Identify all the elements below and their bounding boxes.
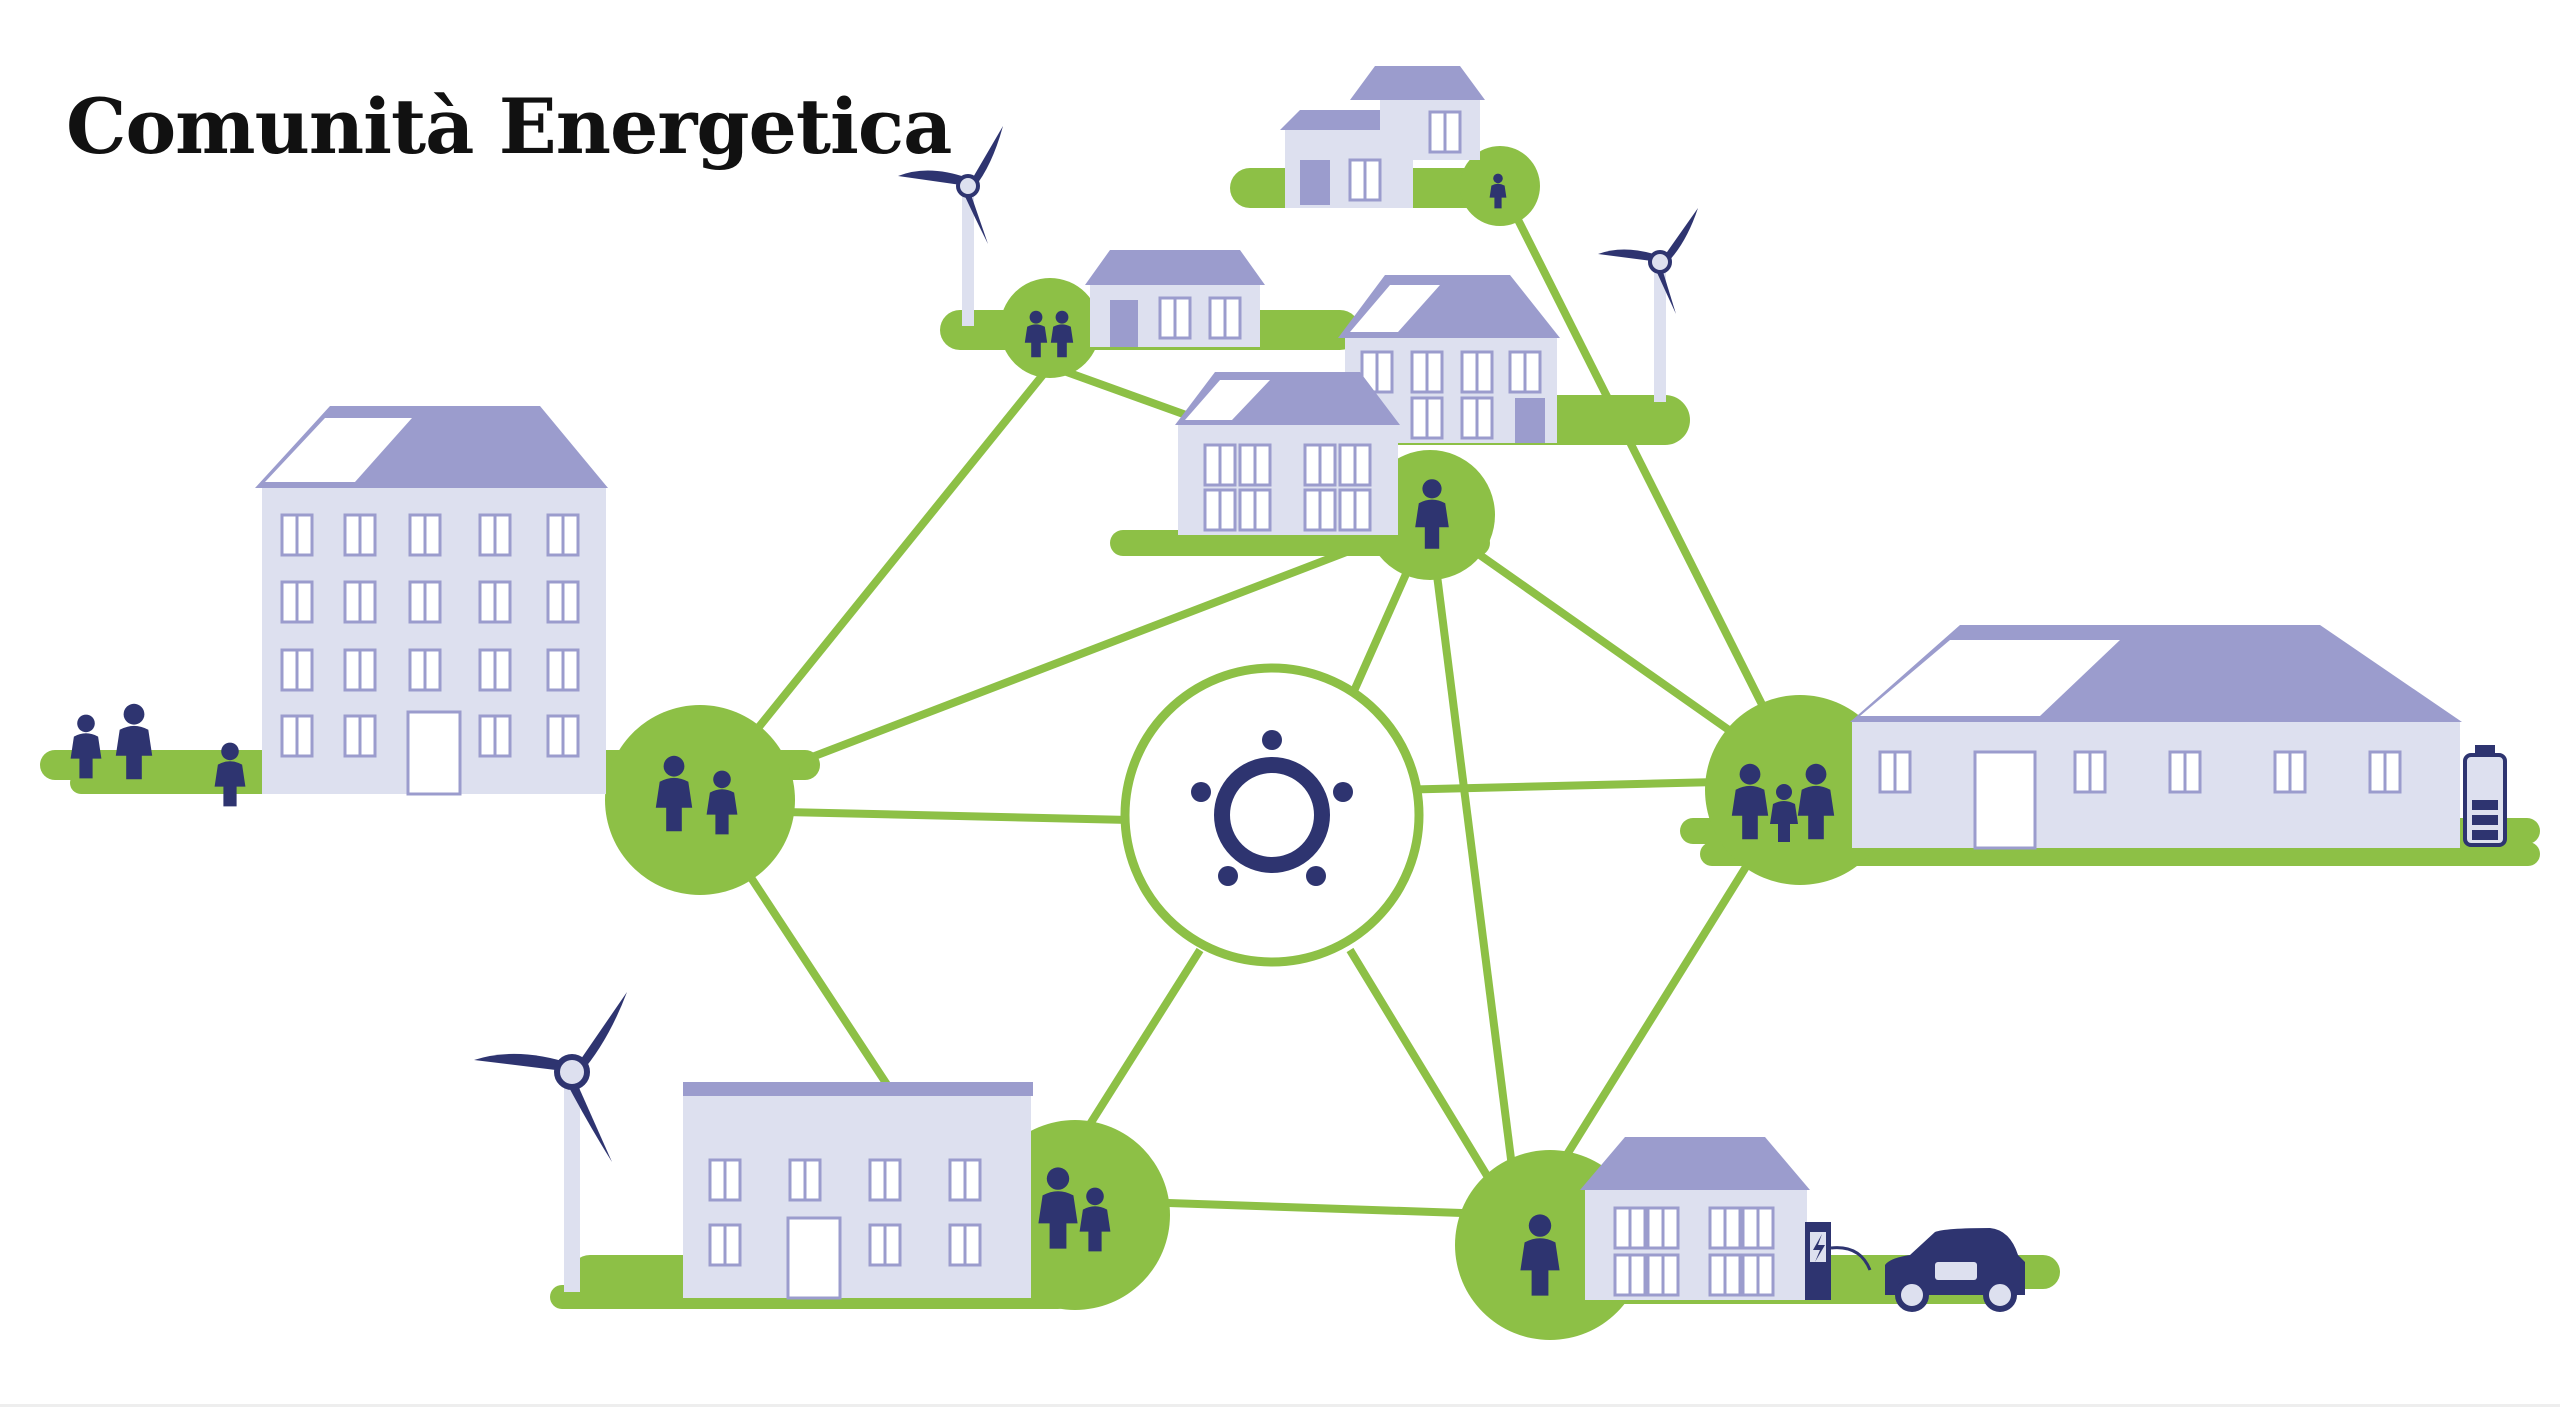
top-houses [1085,66,1560,535]
link-left-to-middle [698,516,1432,804]
bottom-house [1580,1137,2025,1312]
diagram-title: Comunità Energetica [66,82,952,171]
electric-car-icon [1885,1228,2025,1312]
wind-turbine-icon [898,126,1003,326]
battery-icon [2463,745,2507,847]
link-center-to-lower-left [1076,947,1204,1143]
wind-turbine-icon [474,992,627,1292]
apartment-building [255,406,608,796]
node-left [605,705,795,895]
charging-station-icon [1805,1222,1872,1300]
central-hub [1120,663,1424,967]
link-middle-to-bottom [1426,519,1524,1231]
solar-panel-icon [1860,640,2120,716]
long-house [1850,625,2507,850]
node-top-left [1000,278,1100,378]
solar-panel-icon [265,418,412,482]
solar-panel-icon [1185,380,1270,420]
link-top-to-middle [1048,362,1202,424]
community-circle-icon [1191,730,1353,886]
office-building [683,1082,1033,1300]
solar-panel-icon [1350,285,1440,332]
bottom-divider [0,1404,2560,1407]
link-upper-to-right [1496,182,1804,782]
wind-turbine-icon [1598,208,1698,402]
